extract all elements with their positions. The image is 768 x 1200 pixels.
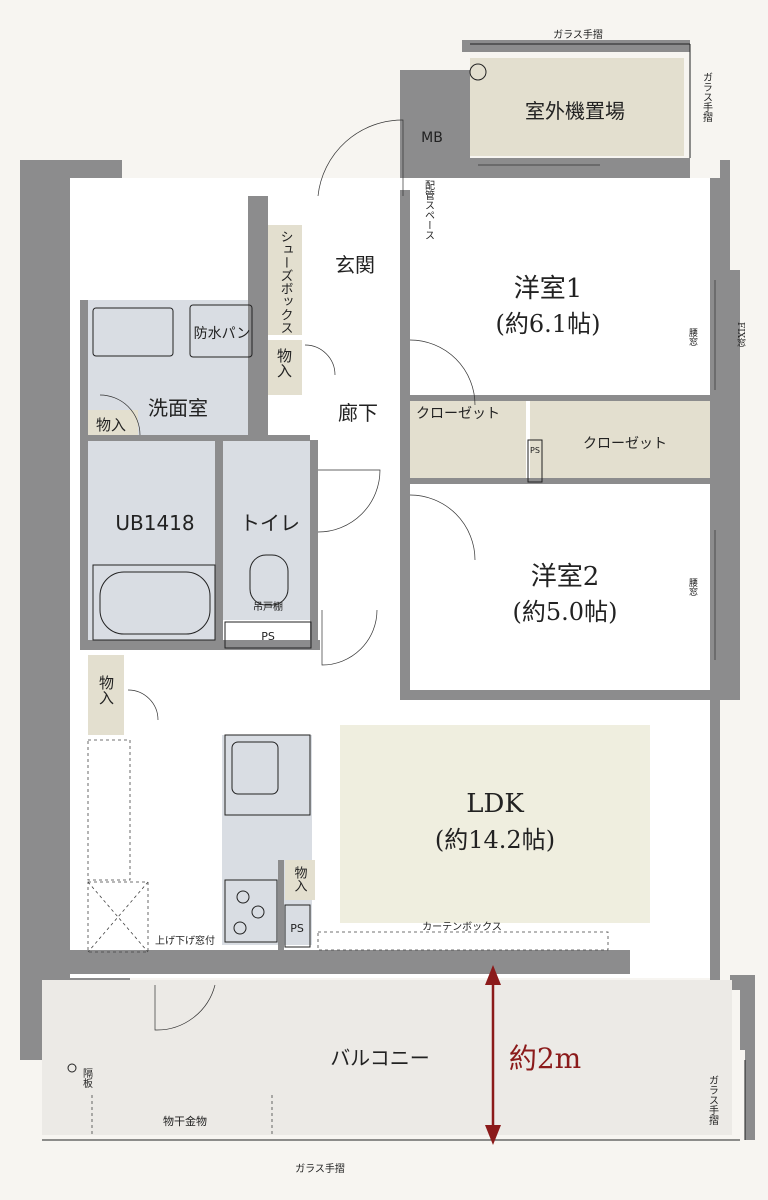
label-storage-hall: 物入 <box>275 348 293 378</box>
label-waist-window-1: 腰窓 <box>687 328 698 346</box>
labels: 室外機置場 MB 玄関 防水パン 洗面室 廊下 洋室1 (約6.1帖) クローゼ… <box>115 28 667 1175</box>
label-waterproof-pan: 防水パン <box>194 326 251 342</box>
sink <box>231 741 279 795</box>
label-ps-small: PS <box>530 446 540 455</box>
label-partition: 隔板 <box>81 1068 93 1089</box>
sink-counter <box>224 734 311 816</box>
label-ps-2: PS <box>290 922 304 935</box>
balcony-door[interactable] <box>154 984 216 1031</box>
drain-icon-2 <box>67 1063 77 1073</box>
label-western1: 洋室1 <box>514 274 583 304</box>
railings <box>42 43 746 1141</box>
label-toilet: トイレ <box>240 511 300 535</box>
label-waist-window-2: 腰窓 <box>687 578 698 596</box>
toilet-bowl <box>249 554 289 606</box>
balcony-dimension <box>485 965 501 1145</box>
burner-3 <box>233 921 247 935</box>
label-outdoor-unit: 室外機置場 <box>525 99 625 123</box>
curtain-box-outline <box>317 931 609 951</box>
stove <box>224 879 278 943</box>
label-entrance: 玄関 <box>335 253 375 277</box>
label-closet-2: クローゼット <box>583 436 667 452</box>
label-western2: 洋室2 <box>531 562 600 592</box>
storage-door[interactable] <box>127 689 159 721</box>
label-railing-top: ガラス手摺 <box>553 28 603 41</box>
label-washroom: 洗面室 <box>148 396 208 420</box>
label-balcony-depth: 約2m <box>509 1042 581 1075</box>
label-storage-wash: 物入 <box>96 416 126 434</box>
western2-door[interactable] <box>409 494 476 561</box>
label-curtain-box: カーテンボックス <box>422 921 502 933</box>
label-hallway: 廊下 <box>338 401 378 425</box>
bathtub-frame <box>92 564 216 641</box>
doors <box>99 119 476 1031</box>
washbasin <box>92 307 174 357</box>
vertical-labels: 配管スペース シューズボックス 物入 物入 物入 物入 隔板 ガラス手摺 ガラス… <box>81 72 746 1126</box>
label-railing-bottom: ガラス手摺 <box>295 1162 345 1175</box>
label-western1-size: (約6.1帖) <box>496 310 601 338</box>
label-shoe-box: シューズボックス <box>278 230 293 334</box>
label-western2-size: (約5.0帖) <box>513 598 618 626</box>
label-railing-right-top: ガラス手摺 <box>701 72 713 123</box>
label-ps-1: PS <box>261 630 275 643</box>
bathtub <box>99 571 211 635</box>
drain-icon <box>469 63 487 81</box>
label-storage-kitchen: 物入 <box>292 866 308 892</box>
label-closet-1: クローゼット <box>416 406 500 422</box>
toilet-door[interactable] <box>317 469 381 533</box>
western1-door[interactable] <box>409 339 476 406</box>
burner-2 <box>251 905 265 919</box>
label-fix-window: FIX窓 <box>735 322 746 347</box>
label-mb: MB <box>421 130 443 146</box>
label-railing-right-bottom: ガラス手摺 <box>707 1075 719 1126</box>
label-ldk: LDK <box>466 789 524 819</box>
storage-space <box>87 881 149 953</box>
label-hanging-shelf: 吊戸棚 <box>253 600 283 613</box>
label-ldk-size: (約14.2帖) <box>435 826 555 854</box>
label-balcony: バルコニー <box>330 1046 430 1070</box>
label-ub: UB1418 <box>115 511 194 535</box>
waterproof-pan <box>189 304 253 358</box>
burner-1 <box>236 890 250 904</box>
ps-box-3 <box>527 439 543 483</box>
label-laundry-hardware: 物干金物 <box>163 1114 207 1128</box>
label-updown-window: 上げ下げ窓付 <box>155 934 215 947</box>
entrance-door[interactable] <box>317 119 404 197</box>
fixtures <box>67 63 609 1073</box>
floors <box>42 58 732 1135</box>
ps-box-1 <box>224 621 312 649</box>
hall-storage-door[interactable] <box>304 344 336 376</box>
washroom-door[interactable] <box>99 394 141 436</box>
label-piping-space: 配管スペース <box>423 180 435 240</box>
partitions <box>70 190 712 974</box>
label-storage-ldk: 物入 <box>97 675 115 705</box>
ldk-door[interactable] <box>321 609 378 666</box>
fridge-space <box>87 739 131 881</box>
ps-box-2 <box>284 904 311 948</box>
